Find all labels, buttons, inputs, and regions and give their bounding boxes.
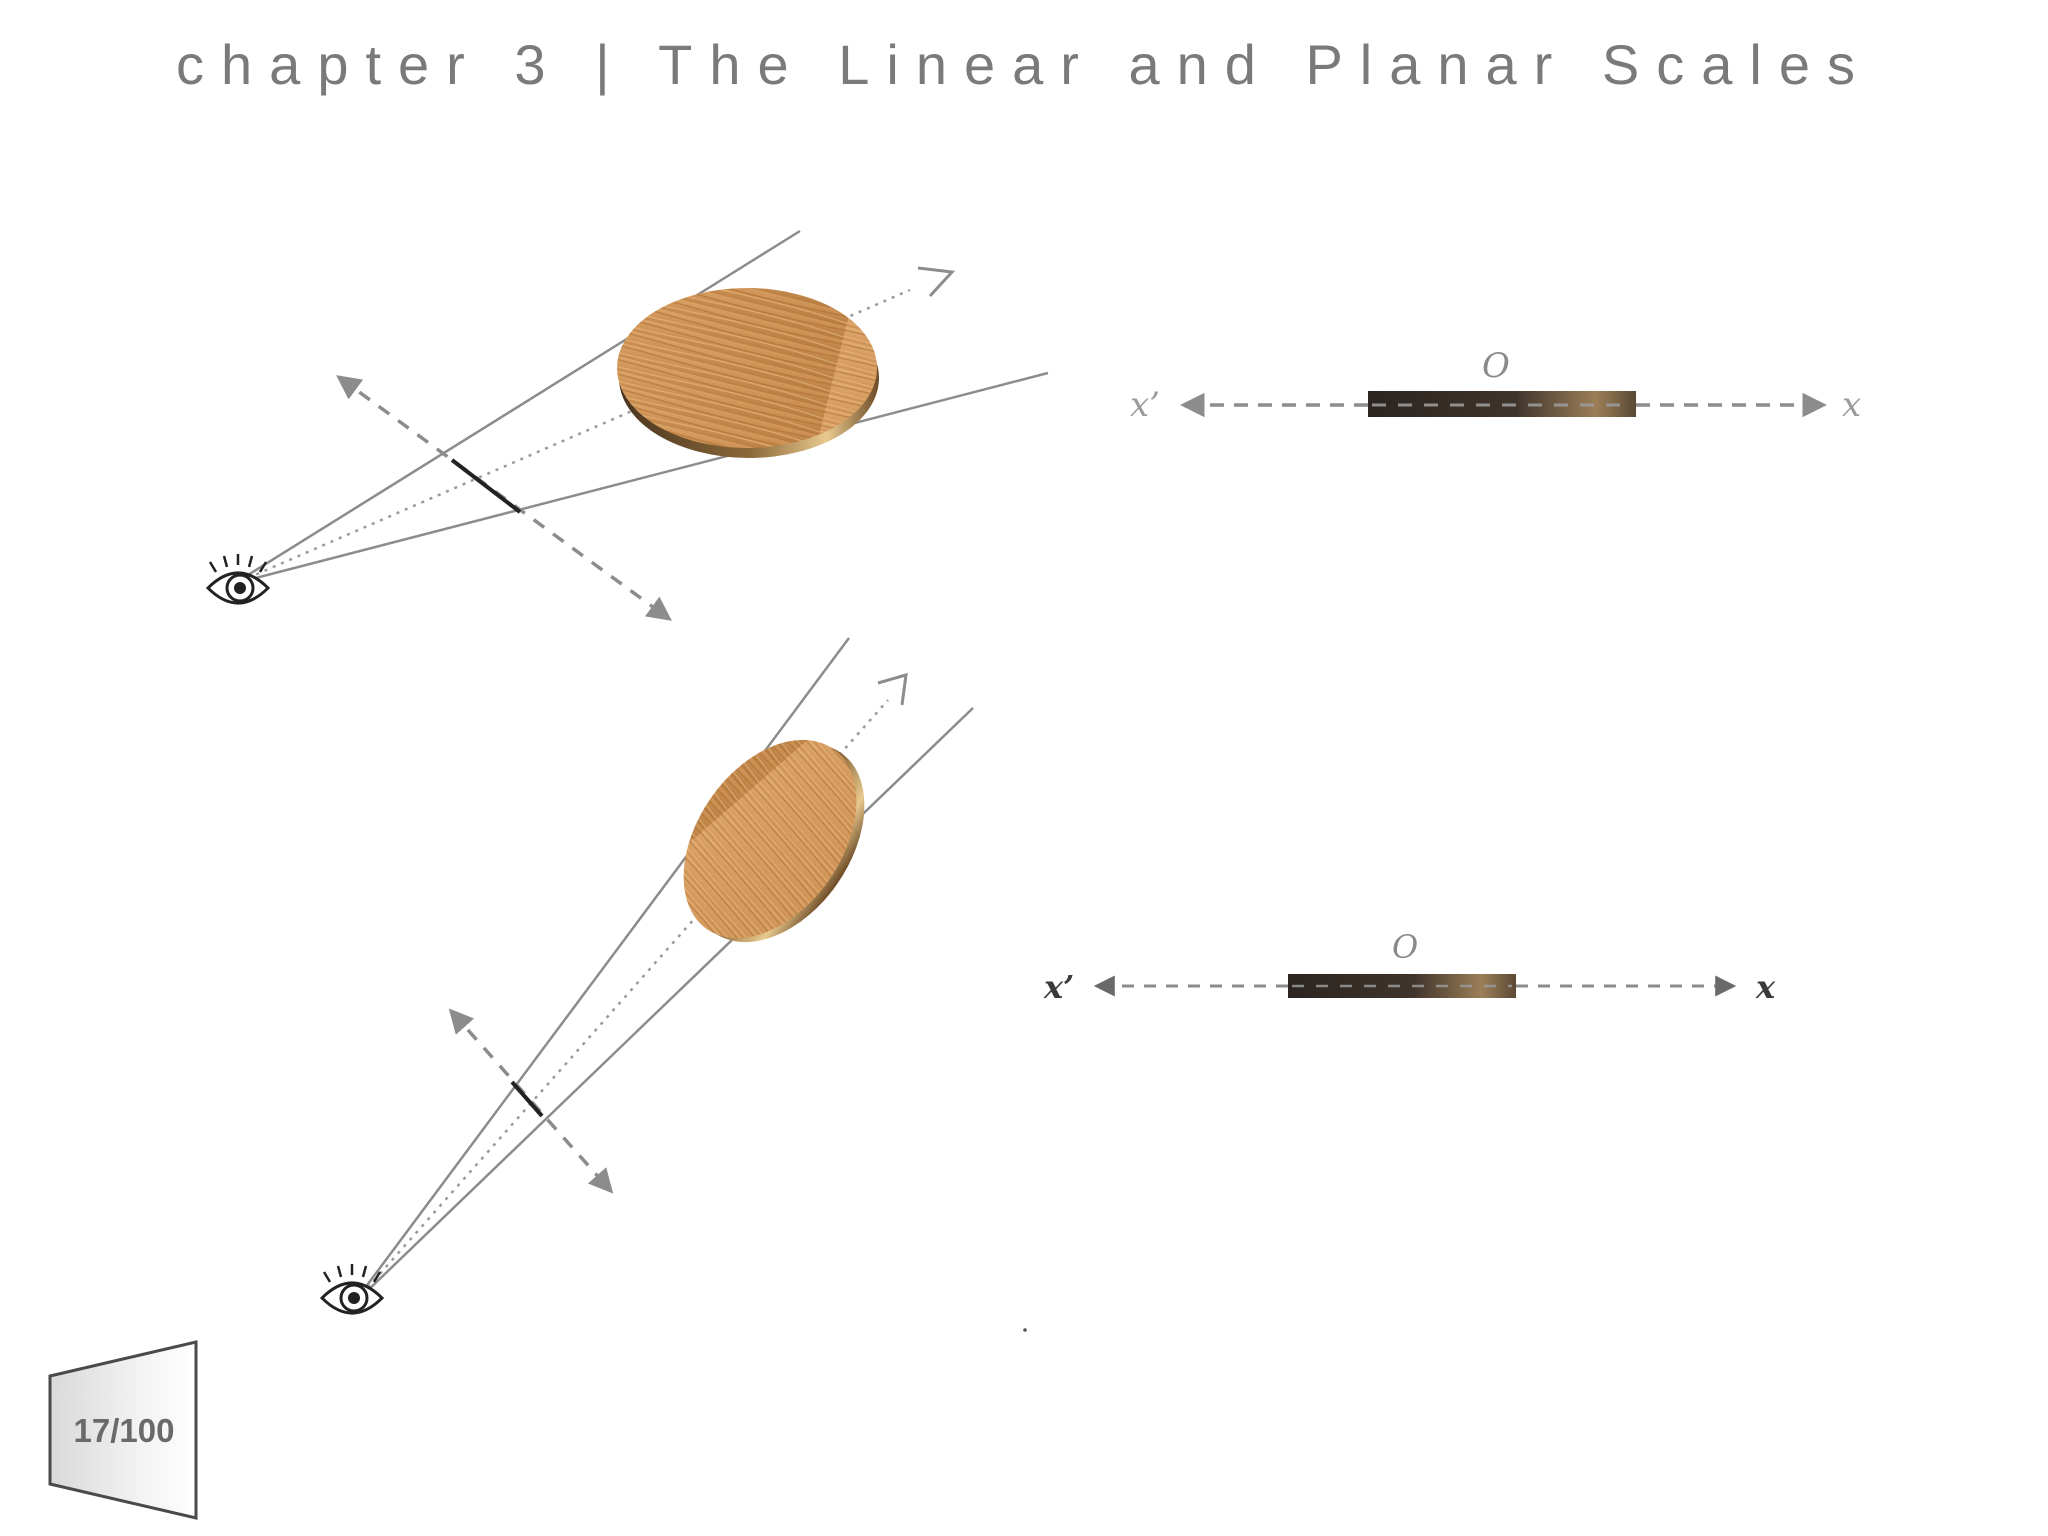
bottom-origin-label: O (1392, 928, 1418, 966)
page-indicator-panel[interactable] (48, 1340, 198, 1520)
bottom-view-axis (361, 699, 889, 1295)
top-axis-positive-label: x (1842, 385, 1861, 425)
top-perspective-scene (247, 229, 1049, 621)
eye-icon (319, 1264, 385, 1315)
top-wooden-disc (617, 288, 879, 458)
page-title: chapter 3 | The Linear and Planar Scales (176, 33, 1872, 96)
stray-dot (1023, 1328, 1027, 1332)
top-origin-label: O (1482, 346, 1510, 386)
bottom-axis-negative-label: x’ (1043, 968, 1074, 1006)
bottom-linear-scale: O x’ x (1043, 928, 1776, 1006)
top-linear-scale: O x’ x (1130, 346, 1861, 425)
bottom-perspective-scene (360, 637, 974, 1297)
page-indicator[interactable]: 17/100 (48, 1340, 198, 1520)
bottom-view-arrow-head-icon (877, 672, 908, 706)
bottom-axis-positive-label: x (1755, 968, 1776, 1006)
top-projection-segment (450, 458, 522, 514)
top-axis-negative-label: x’ (1130, 385, 1160, 425)
bottom-projection-segment (510, 1080, 544, 1118)
bottom-picture-plane-axis (448, 1008, 614, 1194)
bottom-wooden-disc (683, 739, 865, 943)
bottom-sight-line-lower (361, 707, 974, 1297)
bottom-sight-line-upper (360, 637, 851, 1293)
eye-icon (205, 554, 271, 605)
top-view-arrow-head-icon (917, 266, 956, 298)
page-indicator-label: 17/100 (74, 1412, 175, 1449)
